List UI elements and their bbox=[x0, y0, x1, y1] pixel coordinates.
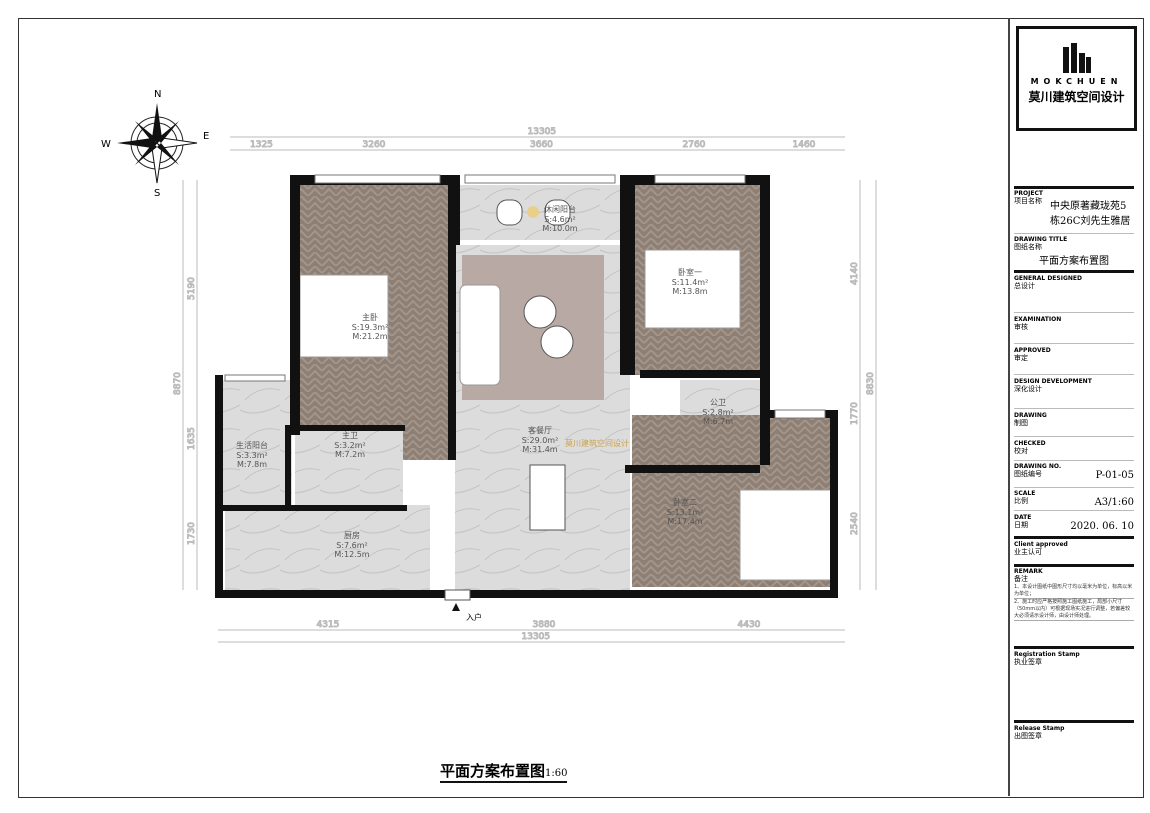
room-name: 休闲阳台 bbox=[544, 204, 576, 214]
entrance-arrow-icon bbox=[452, 603, 460, 611]
dimension-label: 13305 bbox=[522, 632, 551, 642]
dimension-label: 1635 bbox=[187, 427, 197, 450]
room-area: S:13.1m² bbox=[667, 508, 704, 517]
room-master-bath bbox=[295, 430, 403, 505]
compass-icon: N S E W bbox=[101, 89, 209, 199]
dimension-label: 8830 bbox=[866, 372, 876, 395]
room-name: 厨房 bbox=[344, 530, 360, 540]
room-perimeter: M:10.0m bbox=[542, 224, 577, 233]
room-area: S:7.6m² bbox=[336, 541, 368, 550]
dimension-label: 1325 bbox=[250, 140, 273, 150]
room-area: S:29.0m² bbox=[522, 436, 559, 445]
dimension-label: 4315 bbox=[317, 620, 340, 630]
svg-text:W: W bbox=[101, 139, 111, 150]
dining-table bbox=[529, 464, 566, 531]
room-name: 生活阳台 bbox=[236, 440, 268, 450]
room-name: 卧室二 bbox=[673, 497, 697, 507]
room-area: S:3.3m² bbox=[236, 451, 268, 460]
room-perimeter: M:17.4m bbox=[667, 517, 702, 526]
svg-text:S: S bbox=[154, 188, 160, 199]
dimension-label: 3660 bbox=[530, 140, 553, 150]
bed-2 bbox=[739, 489, 836, 581]
sofa bbox=[459, 284, 501, 386]
dimension-label: 1770 bbox=[850, 402, 860, 425]
room-area: S:3.2m² bbox=[334, 441, 366, 450]
room-name: 客餐厅 bbox=[528, 425, 552, 435]
dimension-label: 3880 bbox=[533, 620, 556, 630]
room-perimeter: M:12.5m bbox=[334, 550, 369, 559]
room-area: S:2.8m² bbox=[702, 408, 734, 417]
watermark: 莫川建筑空间设计 bbox=[565, 438, 629, 448]
dimension-label: 4140 bbox=[850, 262, 860, 285]
room-living-balcony bbox=[222, 380, 292, 505]
dimension-label: 4430 bbox=[738, 620, 761, 630]
windows bbox=[224, 174, 826, 419]
dimension-label: 1460 bbox=[793, 140, 816, 150]
dimension-label: 8870 bbox=[173, 372, 183, 395]
plan-title: 平面方案布置图1:60 bbox=[440, 760, 568, 783]
walls bbox=[215, 175, 838, 598]
dimension-label: 3260 bbox=[363, 140, 386, 150]
room-kitchen bbox=[225, 505, 430, 590]
entrance-door bbox=[444, 589, 471, 601]
room-name: 卧室一 bbox=[678, 267, 702, 277]
sheet-border bbox=[18, 18, 1144, 798]
room-leisure-balcony bbox=[460, 185, 620, 240]
room-area: S:11.4m² bbox=[672, 278, 709, 287]
room-name: 主卫 bbox=[342, 430, 358, 440]
room-perimeter: M:7.2m bbox=[335, 450, 365, 459]
balcony-chair bbox=[496, 199, 523, 226]
building-logo-icon bbox=[1063, 43, 1091, 73]
room-perimeter: M:21.2m bbox=[352, 332, 387, 341]
svg-text:E: E bbox=[203, 131, 209, 142]
dimension-label: 13305 bbox=[528, 127, 557, 137]
room-perimeter: M:31.4m bbox=[522, 445, 557, 454]
room-area: S:4.6m² bbox=[544, 215, 576, 224]
room-perimeter: M:6.7m bbox=[703, 417, 733, 426]
svg-text:入户: 入户 bbox=[466, 612, 482, 622]
brand-logo: MOKCHUEN 莫川建筑空间设计 bbox=[1016, 26, 1137, 131]
title-block bbox=[1008, 18, 1142, 796]
dimension-label: 1730 bbox=[187, 522, 197, 545]
dimension-label: 2540 bbox=[850, 512, 860, 535]
room-name: 主卧 bbox=[362, 312, 378, 322]
dimension-label: 5190 bbox=[187, 277, 197, 300]
coffee-table bbox=[523, 295, 557, 329]
bed-1 bbox=[644, 249, 741, 329]
room-name: 公卫 bbox=[710, 398, 726, 407]
room-perimeter: M:7.8m bbox=[237, 460, 267, 469]
dimension-label: 2760 bbox=[683, 140, 706, 150]
room-perimeter: M:13.8m bbox=[672, 287, 707, 296]
room-area: S:19.3m² bbox=[352, 323, 389, 332]
svg-text:N: N bbox=[154, 89, 161, 100]
master-bed bbox=[299, 274, 389, 358]
